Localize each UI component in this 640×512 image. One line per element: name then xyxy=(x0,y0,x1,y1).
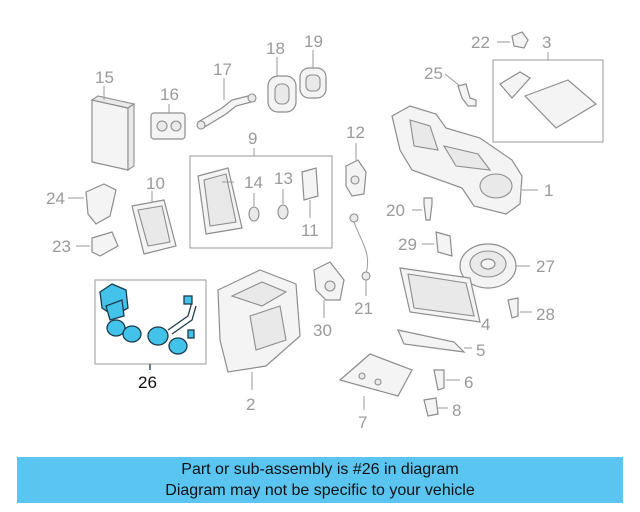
label-22: 22 xyxy=(471,33,490,52)
label-20: 20 xyxy=(386,201,405,220)
label-1: 1 xyxy=(544,181,553,200)
label-16: 16 xyxy=(160,85,179,104)
part-6-bolt xyxy=(433,369,445,391)
part-27-blower-motor xyxy=(459,243,530,289)
label-2: 2 xyxy=(246,395,255,414)
banner-line-2: Diagram may not be specific to your vehi… xyxy=(165,482,475,499)
label-4: 4 xyxy=(481,315,490,334)
part-9-heater-core xyxy=(197,167,243,235)
part-19-seal xyxy=(299,50,327,99)
part-10-filter xyxy=(131,191,177,255)
part-29-gasket xyxy=(435,231,453,257)
part-5-seal xyxy=(396,329,466,353)
banner-line-1: Part or sub-assembly is #26 in diagram xyxy=(181,461,459,478)
part-9-box xyxy=(189,155,333,249)
part-28-bolt xyxy=(507,297,519,319)
label-25: 25 xyxy=(424,64,443,83)
label-29: 29 xyxy=(398,235,417,254)
label-14: 14 xyxy=(244,173,263,192)
part-11-valve xyxy=(301,167,319,201)
part-24-module xyxy=(85,183,117,225)
part-18-seal xyxy=(267,57,297,113)
label-27: 27 xyxy=(536,257,555,276)
part-3-cover xyxy=(499,71,598,129)
label-3: 3 xyxy=(542,33,551,52)
part-25-bolt xyxy=(457,83,477,107)
part-13-oring xyxy=(277,204,289,220)
label-17: 17 xyxy=(213,60,232,79)
label-5: 5 xyxy=(476,341,485,360)
label-26: 26 xyxy=(138,373,157,392)
part-12-sensor xyxy=(345,143,367,197)
label-15: 15 xyxy=(95,68,114,87)
label-18: 18 xyxy=(266,39,285,58)
label-6: 6 xyxy=(464,373,473,392)
label-24: 24 xyxy=(46,189,65,208)
part-30-actuator xyxy=(313,261,345,318)
parts-diagram: 15 16 17 18 19 22 3 25 xyxy=(46,31,604,432)
info-banner: Part or sub-assembly is #26 in diagram D… xyxy=(17,457,623,503)
label-30: 30 xyxy=(313,321,332,340)
label-7: 7 xyxy=(358,413,367,432)
part-22-clip xyxy=(511,31,529,49)
label-28: 28 xyxy=(536,305,555,324)
part-14-oring xyxy=(248,206,260,222)
part-1-housing xyxy=(391,105,538,215)
label-11: 11 xyxy=(301,221,319,240)
part-4-evaporator xyxy=(399,267,481,323)
part-26-assembly xyxy=(99,283,197,370)
part-16-clips xyxy=(150,104,186,140)
part-7-plate xyxy=(338,353,413,410)
label-23: 23 xyxy=(52,237,71,256)
part-8-bolt xyxy=(423,397,439,417)
label-8: 8 xyxy=(452,401,461,420)
label-9: 9 xyxy=(248,129,257,148)
part-23-bracket xyxy=(91,231,119,257)
part-20-bolt xyxy=(423,197,433,221)
label-19: 19 xyxy=(304,32,323,51)
part-17-pipe xyxy=(196,78,257,130)
part-2-heater-case xyxy=(217,269,301,390)
label-21: 21 xyxy=(354,299,373,318)
label-10: 10 xyxy=(146,174,165,193)
part-3-box xyxy=(492,59,604,143)
label-13: 13 xyxy=(274,169,293,188)
part-15-filter xyxy=(90,86,136,172)
label-12: 12 xyxy=(346,123,365,142)
part-21-tube xyxy=(349,213,371,296)
